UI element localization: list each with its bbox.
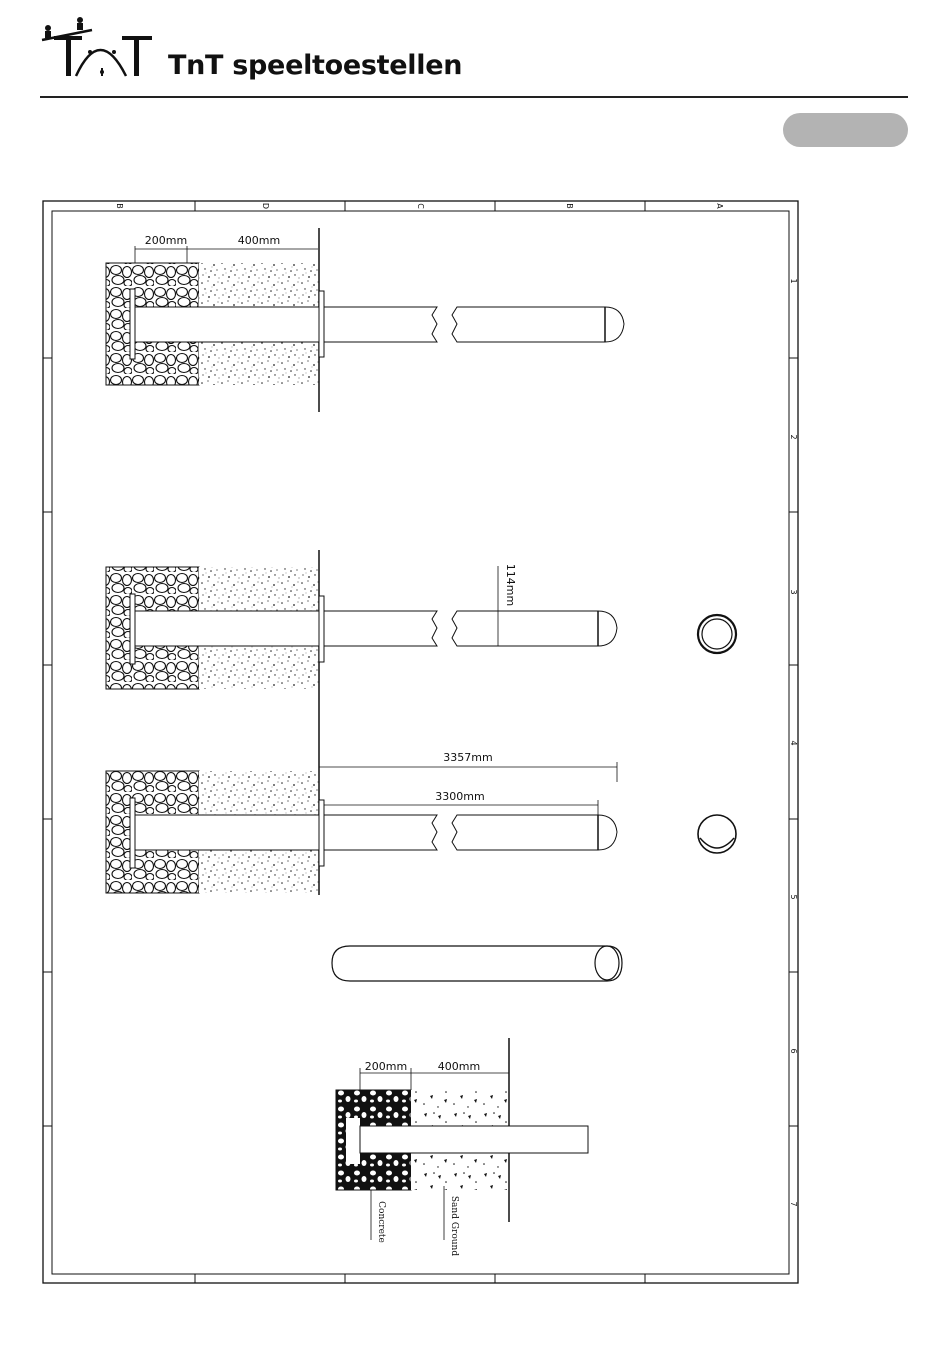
row-label: 7 [789, 1201, 798, 1206]
row-label: 2 [789, 434, 798, 439]
dim-200-top: 200mm [145, 234, 187, 247]
foundation-detail: 200mm 400mm Concrete Sand Ground [336, 1038, 588, 1256]
dim-200-detail: 200mm [365, 1060, 407, 1073]
row-label: 3 [789, 589, 798, 594]
col-label: B [115, 203, 124, 209]
row-label: 5 [789, 894, 798, 899]
dim-400-detail: 400mm [438, 1060, 480, 1073]
col-label: D [261, 203, 270, 209]
col-label: C [416, 203, 425, 209]
post-assembly-1: 200mm 400mm [106, 228, 624, 412]
dim-114: 114mm [504, 564, 517, 606]
post-assembly-3: 3357mm 3300mm [106, 751, 736, 895]
label-concrete: Concrete [376, 1201, 386, 1243]
dim-3300: 3300mm [435, 790, 484, 803]
label-sand-ground: Sand Ground [449, 1196, 459, 1256]
col-label: A [715, 203, 724, 209]
row-label: 4 [789, 740, 798, 745]
frame-row-ticks [43, 358, 798, 1126]
post-assembly-2: 114mm [106, 550, 736, 768]
dim-400-top: 400mm [238, 234, 280, 247]
row-label: 1 [789, 278, 798, 283]
col-label: B [565, 203, 574, 209]
row-label: 6 [789, 1048, 798, 1053]
loose-pipe [332, 946, 622, 981]
dim-3357: 3357mm [443, 751, 492, 764]
